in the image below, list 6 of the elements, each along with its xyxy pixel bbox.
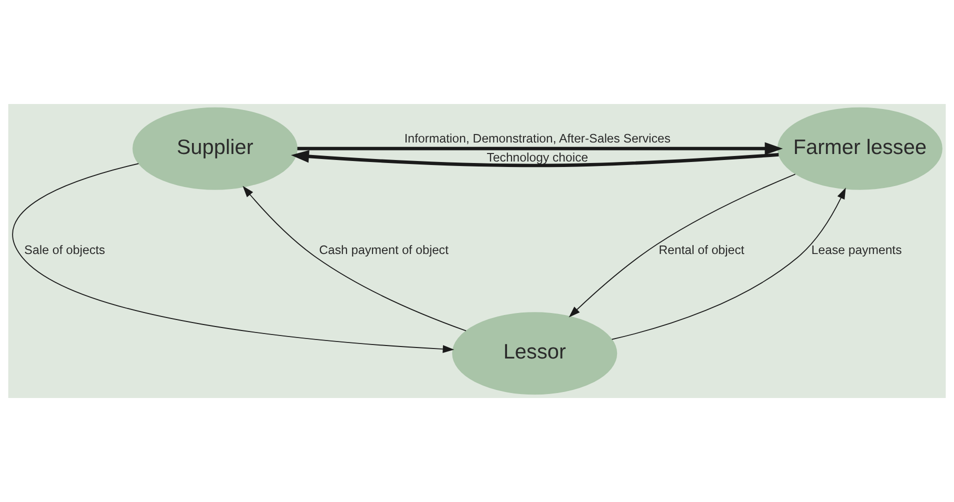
edge-label: Rental of object [658, 243, 744, 258]
edge-label: Information, Demonstration, After-Sales Services [404, 131, 671, 146]
edge-label: Cash payment of object [319, 243, 449, 258]
edge-label: Sale of objects [24, 243, 106, 258]
edge-label: Technology choice [486, 150, 588, 164]
edge-label: Lease payments [811, 243, 902, 258]
